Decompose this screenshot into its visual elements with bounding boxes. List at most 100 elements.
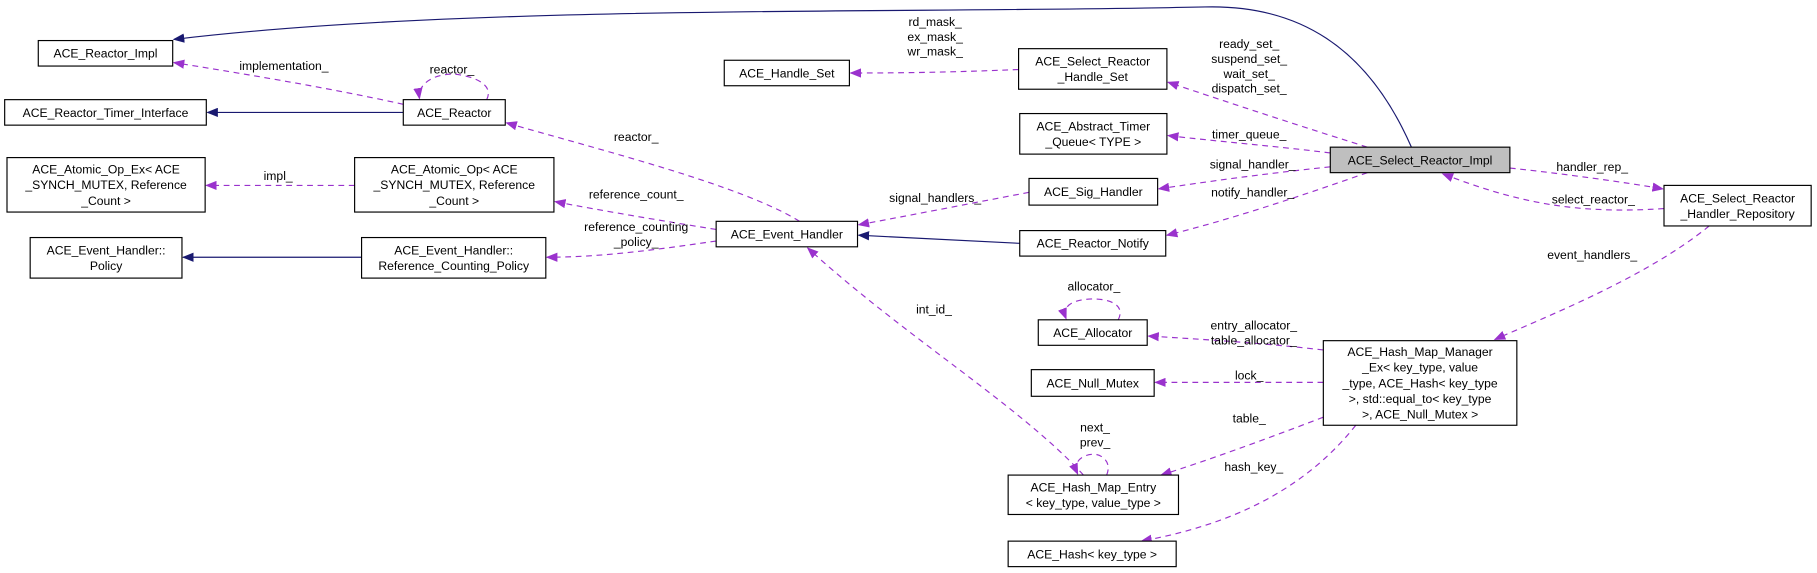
member-edge-allocator-to-allocator [1058, 298, 1121, 321]
edge-label-line: wait_set_ [1222, 67, 1275, 81]
class-node-hash-map-entry[interactable]: ACE_Hash_Map_Entry< key_type, value_type… [1007, 474, 1180, 516]
edge-arrow [1140, 424, 1357, 544]
node-label-line: ACE_Event_Handler [731, 227, 843, 241]
edge-label-line: signal_handlers_ [889, 191, 981, 205]
edge-label-line: int_id_ [916, 302, 952, 316]
class-node-handle-set[interactable]: ACE_Handle_Set [723, 59, 850, 87]
node-label-line: ACE_Abstract_Timer [1036, 119, 1150, 133]
node-box [6, 157, 206, 213]
class-node-hash-map-manager[interactable]: ACE_Hash_Map_Manager_Ex< key_type, value… [1322, 340, 1518, 426]
edge-label-line: lock_ [1235, 368, 1264, 382]
class-node-event-handler[interactable]: ACE_Event_Handler [715, 220, 859, 248]
node-label-line: _Handle_Set [1057, 70, 1129, 84]
class-node-null-mutex[interactable]: ACE_Null_Mutex [1030, 369, 1155, 397]
edge-arrow [1166, 132, 1331, 154]
edge-arrow [1147, 332, 1324, 351]
class-node-select-reactor-impl[interactable]: ACE_Select_Reactor_Impl [1329, 146, 1511, 174]
edge-label-line: next_ [1080, 421, 1110, 435]
class-node-allocator[interactable]: ACE_Allocator [1037, 319, 1148, 346]
edge-label-line: reactor_ [430, 63, 475, 77]
class-node-eh-ref-counting-policy[interactable]: ACE_Event_Handler::Reference_Counting_Po… [360, 236, 547, 279]
class-node-atomic-op[interactable]: ACE_Atomic_Op< ACE_SYNCH_MUTEX, Referenc… [354, 157, 555, 213]
node-label-line: _Ex< key_type, value [1361, 361, 1478, 375]
edge-label: reactor_ [430, 63, 475, 77]
member-edge-select-reactor-impl-to-handler-repository [1509, 167, 1664, 192]
node-label-line: _Count > [428, 194, 479, 208]
edge-label: implementation_ [239, 59, 328, 73]
member-edge-sig-handler-to-event-handler [857, 191, 1030, 228]
node-box [1329, 146, 1511, 174]
edge-label-line: dispatch_set_ [1212, 82, 1287, 96]
edge-label-line: timer_queue_ [1212, 127, 1287, 141]
member-edge-handler-repository-to-select-reactor-impl [1441, 173, 1665, 211]
edge-label-line: ready_set_ [1219, 37, 1279, 51]
node-label-line: ACE_Allocator [1053, 326, 1132, 340]
member-edge-select-reactor-impl-to-reactor-notify [1165, 172, 1368, 238]
class-node-handler-repository[interactable]: ACE_Select_Reactor_Handler_Repository [1663, 184, 1812, 227]
member-edge-hash-map-entry-to-hash-map-entry [1069, 453, 1109, 476]
class-node-sig-handler[interactable]: ACE_Sig_Handler [1028, 177, 1159, 206]
node-box [723, 59, 850, 87]
member-edge-handler-repository-to-hash-map-manager [1493, 225, 1710, 341]
member-edge-hash-map-manager-to-hash-map-entry [1160, 416, 1324, 477]
node-label-line: _SYNCH_MUTEX, Reference [373, 178, 536, 192]
node-label-line: ACE_Null_Mutex [1046, 376, 1139, 390]
edge-arrow [1157, 166, 1331, 192]
class-node-eh-policy[interactable]: ACE_Event_Handler::Policy [29, 236, 183, 279]
member-edge-event-handler-to-eh-ref-counting-policy [545, 240, 717, 262]
node-box [402, 99, 506, 126]
node-box [1037, 319, 1148, 346]
class-node-reactor[interactable]: ACE_Reactor [402, 99, 506, 126]
node-box [1007, 474, 1180, 516]
edge-label: ready_set_suspend_set_wait_set_dispatch_… [1211, 37, 1287, 95]
edge-label-line: entry_allocator_ [1211, 319, 1298, 333]
member-edge-reactor-to-reactor [413, 73, 489, 100]
class-node-hash[interactable]: ACE_Hash< key_type > [1007, 540, 1177, 568]
edge-arrow [172, 6, 1412, 148]
edge-label-line: notify_handler_ [1211, 185, 1294, 199]
edge-label: table_ [1233, 411, 1266, 425]
edge-label: reference_count_ [589, 188, 684, 202]
class-node-reactor-impl[interactable]: ACE_Reactor_Impl [37, 39, 174, 67]
edge-label-line: handler_rep_ [1556, 160, 1628, 174]
class-node-reactor-notify[interactable]: ACE_Reactor_Notify [1019, 230, 1167, 257]
member-edge-hash-map-entry-to-event-handler [806, 247, 1084, 476]
edge-arrow [857, 231, 1020, 244]
node-box [4, 99, 207, 126]
node-label-line: ACE_Event_Handler:: [394, 243, 513, 257]
node-box [1007, 540, 1177, 568]
edge-label-line: suspend_set_ [1211, 52, 1287, 66]
edge-label: notify_handler_ [1211, 185, 1294, 199]
class-node-select-reactor-handle-set[interactable]: ACE_Select_Reactor_Handle_Set [1018, 48, 1168, 90]
inheritance-edge-select-reactor-impl-to-reactor-impl [172, 6, 1412, 148]
class-node-abstract-timer-queue[interactable]: ACE_Abstract_Timer_Queue< TYPE > [1019, 112, 1168, 155]
node-label-line: ACE_Reactor_Notify [1037, 237, 1150, 251]
edge-label-line: prev_ [1080, 435, 1111, 449]
class-node-atomic-op-ex[interactable]: ACE_Atomic_Op_Ex< ACE_SYNCH_MUTEX, Refer… [6, 157, 206, 213]
class-node-reactor-timer-interface[interactable]: ACE_Reactor_Timer_Interface [4, 99, 207, 126]
node-box [1030, 369, 1155, 397]
edge-arrow [1493, 225, 1710, 341]
edge-label: entry_allocator_table_allocator_ [1211, 319, 1298, 348]
edge-label-line: hash_key_ [1224, 460, 1283, 474]
edge-label: reactor_ [614, 130, 659, 144]
edge-label-line: event_handlers_ [1547, 248, 1637, 262]
edge-label-line: ex_mask_ [907, 30, 963, 44]
edge-label-line: allocator_ [1068, 279, 1121, 293]
edge-label-line: table_ [1233, 411, 1266, 425]
node-label-line: _type, ACE_Hash< key_type [1342, 376, 1498, 390]
nodes-layer: ACE_Select_Reactor_ImplACE_Reactor_ImplA… [4, 39, 1812, 568]
edge-label: timer_queue_ [1212, 127, 1287, 141]
edge-label-line: wr_mask_ [906, 45, 963, 59]
node-box [29, 236, 183, 279]
edge-label-line: select_reactor_ [1552, 192, 1635, 206]
member-edge-hash-map-manager-to-allocator [1147, 332, 1324, 351]
edge-label: reference_counting_policy_ [584, 220, 688, 249]
edge-arrow [172, 59, 404, 105]
inheritance-edge-reactor-notify-to-event-handler [857, 231, 1020, 244]
edge-arrow [1160, 416, 1324, 477]
node-label-line: _SYNCH_MUTEX, Reference [24, 178, 187, 192]
edge-label-line: implementation_ [239, 59, 328, 73]
edge-label: next_prev_ [1080, 421, 1111, 450]
